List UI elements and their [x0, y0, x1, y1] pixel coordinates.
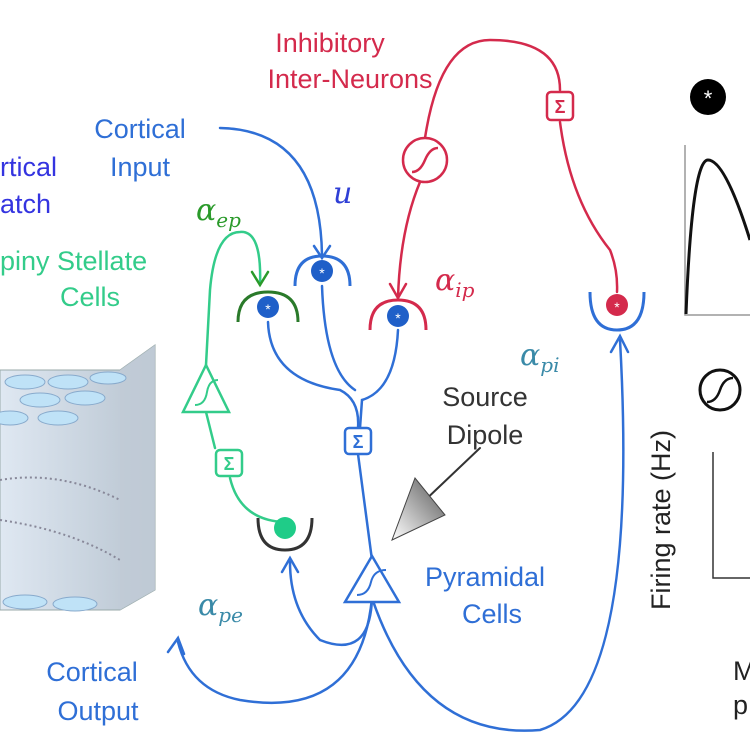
- cortical-patch-label: rtical: [0, 152, 57, 182]
- svg-text:Input: Input: [110, 152, 171, 182]
- svg-text:*: *: [704, 86, 713, 111]
- sigmoid-spiny-triangle: [180, 362, 232, 414]
- svg-text:Σ: Σ: [224, 454, 235, 474]
- svg-text:p: p: [733, 690, 748, 720]
- synapse-pe: [256, 517, 314, 552]
- alpha-pi-label: αpi: [520, 338, 559, 377]
- svg-text:*: *: [395, 310, 401, 326]
- sum-inhibitory: Σ: [545, 90, 575, 122]
- svg-text:Σ: Σ: [555, 97, 566, 117]
- svg-text:Dipole: Dipole: [447, 420, 524, 450]
- sigmoid-pyramidal-triangle: [342, 553, 402, 604]
- synapse-ip: *: [368, 298, 428, 331]
- inter-neurons-label: Inter-Neurons: [267, 64, 432, 94]
- spiny-stellate-label: piny Stellate: [0, 246, 147, 276]
- alpha-ip-label: αip: [435, 263, 475, 302]
- svg-text:*: *: [614, 299, 620, 315]
- cortical-output-label: Cortical: [46, 657, 138, 687]
- alpha-ep-label: αep: [196, 193, 241, 232]
- sigmoid-panel: [698, 368, 750, 579]
- inhibitory-label: Inhibitory: [275, 28, 385, 58]
- sigmoid-inhibitory: [401, 136, 449, 184]
- source-dipole-label: Source: [442, 382, 528, 412]
- synapse-u: *: [293, 254, 352, 287]
- u-label: u: [333, 176, 352, 211]
- svg-text:M: M: [733, 656, 750, 686]
- cortical-input-label: Cortical: [94, 114, 186, 144]
- cortical-input-connection: [218, 126, 324, 257]
- kernel-curve: [684, 158, 750, 315]
- svg-text:Cells: Cells: [60, 282, 120, 312]
- synaptic-kernel-panel: *: [684, 79, 750, 316]
- firing-rate-axis-label: Firing rate (Hz): [646, 430, 676, 610]
- svg-text:Cells: Cells: [462, 599, 522, 629]
- svg-text:*: *: [265, 301, 271, 317]
- sum-pyramidal: Σ: [343, 426, 373, 456]
- svg-text:*: *: [319, 265, 325, 281]
- svg-text:atch: atch: [0, 189, 51, 219]
- synapse-ep: *: [236, 290, 300, 323]
- synapse-pi: *: [588, 291, 646, 332]
- cortical-column-cube: [0, 344, 156, 612]
- source-dipole-icon: [391, 477, 446, 541]
- svg-text:Output: Output: [57, 696, 139, 726]
- sum-spiny: Σ: [214, 448, 244, 478]
- pyramidal-cells-label: Pyramidal: [425, 562, 545, 592]
- alpha-pe-label: αpe: [198, 588, 243, 627]
- svg-text:Σ: Σ: [353, 432, 364, 452]
